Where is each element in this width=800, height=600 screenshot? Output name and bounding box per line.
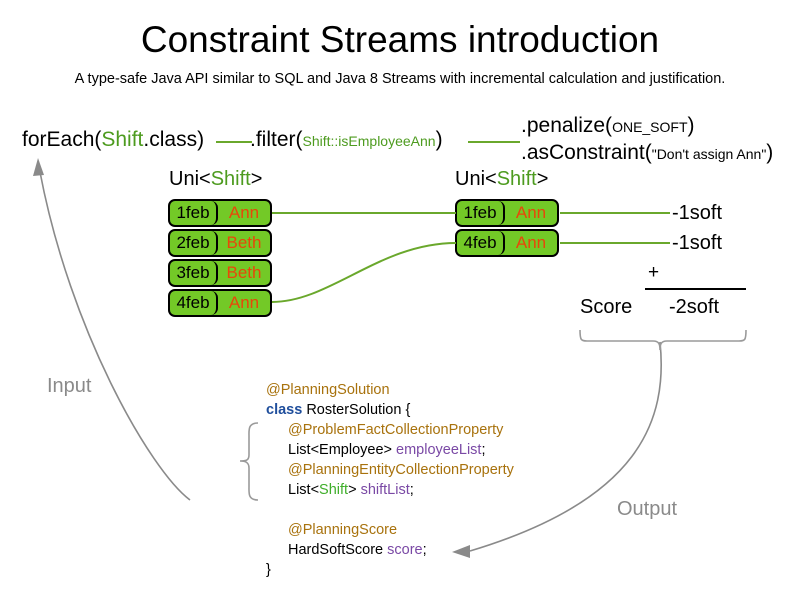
filter-arg: Shift::isEmployeeAnn	[302, 133, 436, 149]
fact-row: 3feb Beth	[168, 259, 272, 287]
pipeline-filter: .filter(Shift::isEmployeeAnn)	[250, 127, 443, 154]
code-token: @ProblemFactCollectionProperty	[288, 422, 504, 438]
uni-left-prefix: Uni<	[169, 168, 211, 190]
code-line: List<Employee> employeeList;	[266, 440, 514, 460]
fact-row: 1feb Ann	[168, 199, 272, 227]
page-title: Constraint Streams introduction	[140, 19, 660, 60]
uni-label-right: Uni<Shift>	[455, 167, 548, 191]
foreach-tail: .class)	[143, 128, 205, 151]
fact-employee: Ann	[515, 203, 547, 222]
code-token: ;	[481, 442, 486, 458]
score-label: Score	[580, 296, 633, 318]
penalty-line-2	[560, 242, 670, 244]
fact-date: 3feb	[170, 261, 218, 285]
fact-date: 1feb	[457, 201, 505, 225]
penalty-line-1	[560, 212, 670, 214]
pipeline-connector-1	[216, 141, 252, 143]
match-line-1feb	[272, 212, 456, 214]
code-token: @PlanningEntityCollectionProperty	[288, 462, 514, 478]
fact-row: 1feb Ann	[455, 199, 559, 227]
score-sum-rule	[645, 288, 746, 290]
code-token: List<Employee>	[288, 442, 397, 458]
code-line: @PlanningSolution	[266, 380, 514, 400]
uni-label-left: Uni<Shift>	[169, 167, 262, 191]
code-token: ;	[409, 482, 414, 498]
code-brace-left	[239, 422, 259, 501]
fact-employee: Beth	[226, 233, 262, 252]
fact-employee: Ann	[228, 203, 260, 222]
foreach-call: forEach(	[22, 128, 102, 151]
score-plus-sign: +	[648, 262, 660, 283]
code-token: >	[348, 482, 361, 498]
pipeline-as-constraint: .asConstraint("Don't assign Ann")	[521, 140, 773, 167]
code-line: @ProblemFactCollectionProperty	[266, 420, 514, 440]
code-line: }	[266, 560, 514, 580]
code-line: List<Shift> shiftList;	[266, 480, 514, 500]
pipeline-foreach: forEach(Shift.class)	[22, 127, 204, 153]
roster-solution-code-block: @PlanningSolution class RosterSolution { @…	[266, 380, 514, 580]
page-subtitle: A type-safe Java API similar to SQL and …	[74, 71, 726, 87]
pipeline-connector-2	[468, 141, 520, 143]
code-line	[266, 500, 514, 520]
penalty-label-2: -1soft	[672, 232, 723, 254]
fact-row: 4feb Ann	[168, 289, 272, 317]
uni-right-suffix: >	[536, 168, 549, 190]
score-brace-bottom	[579, 329, 747, 351]
as-constraint-arg: "Don't assign Ann"	[651, 146, 767, 162]
penalize-call: .penalize(	[521, 114, 613, 137]
fact-employee: Ann	[228, 293, 260, 312]
fact-date: 4feb	[457, 231, 505, 255]
match-curve-4feb	[271, 242, 457, 303]
code-token: }	[266, 562, 271, 578]
uni-right-type: Shift	[496, 168, 537, 190]
as-constraint-tail: )	[766, 141, 774, 164]
code-token: @PlanningSolution	[266, 382, 390, 398]
code-token: RosterSolution {	[302, 402, 411, 418]
uni-left-suffix: >	[250, 168, 263, 190]
code-token: class	[266, 402, 303, 418]
code-token: employeeList	[396, 442, 482, 458]
as-constraint-call: .asConstraint(	[521, 141, 652, 164]
code-token: List<	[288, 482, 320, 498]
input-label: Input	[47, 375, 92, 397]
fact-row: 2feb Beth	[168, 229, 272, 257]
code-token	[266, 502, 270, 518]
fact-date: 2feb	[170, 231, 218, 255]
code-line: @PlanningEntityCollectionProperty	[266, 460, 514, 480]
score-total: -2soft	[669, 296, 720, 318]
fact-date: 4feb	[170, 291, 218, 315]
input-arrow-head	[33, 158, 44, 176]
code-line: HardSoftScore score;	[266, 540, 514, 560]
code-token: ;	[422, 542, 427, 558]
fact-employee: Beth	[226, 263, 262, 282]
fact-date: 1feb	[170, 201, 218, 225]
penalize-tail: )	[687, 114, 695, 137]
code-token: HardSoftScore	[288, 542, 388, 558]
uni-left-type: Shift	[210, 168, 251, 190]
filter-tail: )	[435, 128, 443, 151]
code-line: @PlanningScore	[266, 520, 514, 540]
code-token: @PlanningScore	[288, 522, 398, 538]
code-token: Shift	[319, 482, 349, 498]
fact-row: 4feb Ann	[455, 229, 559, 257]
penalty-label-1: -1soft	[672, 202, 723, 224]
pipeline-penalize: .penalize(ONE_SOFT)	[521, 113, 695, 140]
uni-right-prefix: Uni<	[455, 168, 497, 190]
code-token: score	[387, 542, 423, 558]
code-token: shiftList	[360, 482, 410, 498]
output-label: Output	[617, 498, 678, 520]
code-line: class RosterSolution {	[266, 400, 514, 420]
penalize-arg: ONE_SOFT	[612, 119, 688, 135]
filter-call: .filter(	[250, 128, 303, 151]
fact-employee: Ann	[515, 233, 547, 252]
foreach-type: Shift	[101, 128, 144, 151]
